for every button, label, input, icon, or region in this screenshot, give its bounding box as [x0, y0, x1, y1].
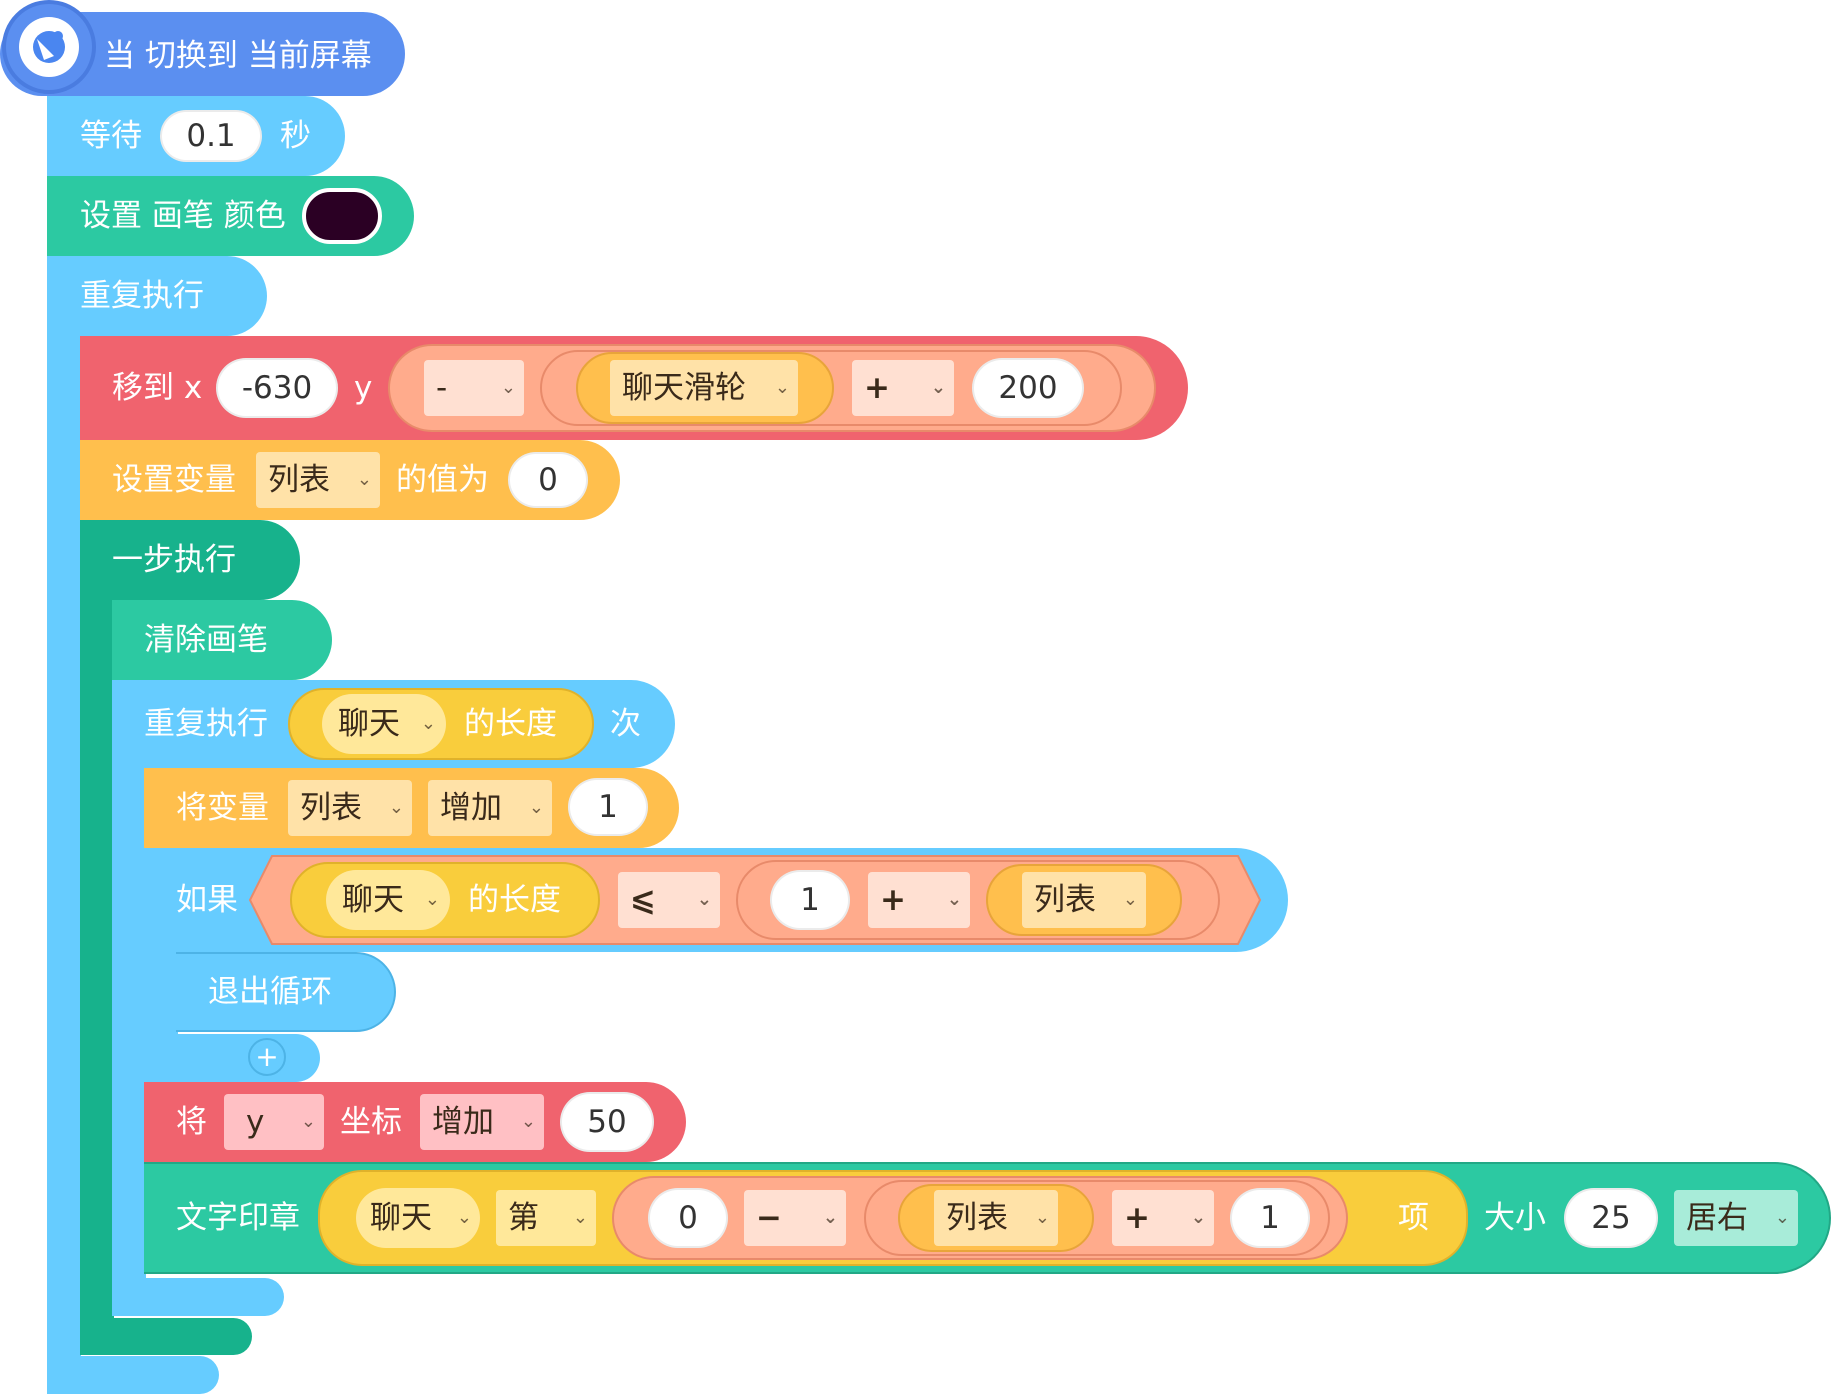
stamp-size-input[interactable]: 25	[1564, 1188, 1658, 1248]
step-spine	[80, 520, 114, 1355]
stamp-var-dropdown[interactable]: 列表⌄	[934, 1190, 1058, 1246]
set-var-value-label: 的值为	[396, 462, 489, 498]
pen-color-label: 设置 画笔 颜色	[80, 198, 286, 234]
coordinate-label: 坐标	[340, 1104, 402, 1140]
step-block-header[interactable]	[80, 520, 300, 600]
chevron-down-icon: ⌄	[930, 377, 946, 398]
plus-icon[interactable]: +	[248, 1038, 286, 1076]
stamp-zero-input[interactable]: 0	[648, 1188, 728, 1248]
chevron-down-icon: ⌄	[456, 1207, 472, 1228]
chevron-down-icon: ⌄	[774, 377, 790, 398]
change-var-label: 将变量	[176, 790, 269, 826]
chevron-down-icon: ⌄	[1774, 1207, 1790, 1228]
chevron-down-icon: ⌄	[300, 1111, 316, 1132]
goto-x-label: 移到 x	[112, 370, 203, 406]
screen-icon	[2, 0, 96, 94]
axis-dropdown[interactable]: y⌄	[224, 1094, 324, 1150]
pen-color-swatch[interactable]	[302, 188, 382, 244]
compare-operator-dropdown[interactable]: ⩽⌄	[618, 872, 720, 928]
if-plus-dropdown[interactable]: +⌄	[868, 872, 970, 928]
step-label: 一步执行	[112, 542, 236, 578]
repeat-times-label: 次	[610, 706, 641, 742]
clear-label: 清除画笔	[144, 622, 268, 658]
if-var-dropdown[interactable]: 列表⌄	[1022, 872, 1146, 928]
nth-dropdown[interactable]: 第⌄	[496, 1190, 596, 1246]
forever-block-header[interactable]	[47, 256, 267, 336]
chevron-down-icon: ⌄	[822, 1207, 838, 1228]
chevron-down-icon: ⌄	[500, 377, 516, 398]
set-var-value-input[interactable]: 0	[508, 452, 588, 508]
stamp-minus-dropdown[interactable]: −⌄	[744, 1190, 846, 1246]
chat-list-dropdown[interactable]: 聊天⌄	[324, 696, 444, 752]
change-var-value-input[interactable]: 1	[568, 778, 648, 836]
wait-label: 等待	[80, 118, 142, 154]
if-num-input[interactable]: 1	[770, 870, 850, 930]
if-chat-list-dropdown[interactable]: 聊天⌄	[328, 872, 448, 928]
chevron-down-icon: ⌄	[424, 889, 440, 910]
forever-label: 重复执行	[80, 278, 204, 314]
chevron-down-icon: ⌄	[696, 889, 712, 910]
stamp-label: 文字印章	[176, 1200, 300, 1236]
change-y-value-input[interactable]: 50	[560, 1092, 654, 1152]
break-label: 退出循环	[208, 974, 332, 1010]
change-y-op-dropdown[interactable]: 增加⌄	[420, 1094, 544, 1150]
goto-x-input[interactable]: -630	[216, 358, 338, 418]
change-y-label: 将	[176, 1104, 207, 1140]
align-dropdown[interactable]: 居右⌄	[1674, 1190, 1798, 1246]
stamp-chat-reporter	[356, 1188, 480, 1248]
scroll-var-dropdown[interactable]: 聊天滑轮⌄	[610, 360, 798, 416]
if-length-label: 的长度	[468, 882, 561, 918]
step-bottom	[80, 1318, 252, 1355]
item-label: 项	[1398, 1200, 1429, 1236]
goto-y-label: y	[354, 370, 373, 406]
stamp-chat-dropdown[interactable]: 聊天⌄	[356, 1190, 480, 1246]
chevron-down-icon: ⌄	[946, 889, 962, 910]
repeat-spine	[112, 680, 146, 1316]
plus-operator-dropdown[interactable]: +⌄	[852, 360, 954, 416]
repeat-bottom	[112, 1278, 284, 1316]
stamp-plus-dropdown[interactable]: +⌄	[1112, 1190, 1214, 1246]
chevron-down-icon: ⌄	[388, 797, 404, 818]
size-label: 大小	[1484, 1200, 1546, 1236]
minus-operator-dropdown[interactable]: -⌄	[424, 360, 524, 416]
set-var-dropdown[interactable]: 列表⌄	[256, 452, 380, 508]
set-var-label: 设置变量	[112, 462, 236, 498]
forever-bottom	[47, 1356, 219, 1394]
chevron-down-icon: ⌄	[1122, 889, 1138, 910]
chevron-down-icon: ⌄	[1034, 1207, 1050, 1228]
forever-spine	[47, 256, 81, 1394]
if-label: 如果	[176, 882, 238, 918]
chevron-down-icon: ⌄	[420, 713, 436, 734]
chevron-down-icon: ⌄	[1190, 1207, 1206, 1228]
event-label: 当 切换到 当前屏幕	[104, 38, 372, 74]
chevron-down-icon: ⌄	[356, 469, 372, 490]
goto-offset-input[interactable]: 200	[972, 358, 1084, 418]
if-chat-list-reporter	[326, 870, 450, 930]
break-loop-block[interactable]	[176, 952, 396, 1032]
wait-seconds-input[interactable]: 0.1	[160, 110, 262, 162]
chat-list-reporter	[322, 694, 446, 754]
stamp-one-input[interactable]: 1	[1230, 1188, 1310, 1248]
chevron-down-icon: ⌄	[520, 1111, 536, 1132]
if-bottom	[144, 1034, 320, 1082]
wait-unit: 秒	[280, 118, 311, 154]
length-label: 的长度	[464, 706, 557, 742]
change-var-dropdown[interactable]: 列表⌄	[288, 780, 412, 836]
repeat-label: 重复执行	[144, 706, 268, 742]
chevron-down-icon: ⌄	[572, 1207, 588, 1228]
change-op-dropdown[interactable]: 增加⌄	[428, 780, 552, 836]
chevron-down-icon: ⌄	[528, 797, 544, 818]
clear-pen-block[interactable]	[112, 600, 332, 680]
